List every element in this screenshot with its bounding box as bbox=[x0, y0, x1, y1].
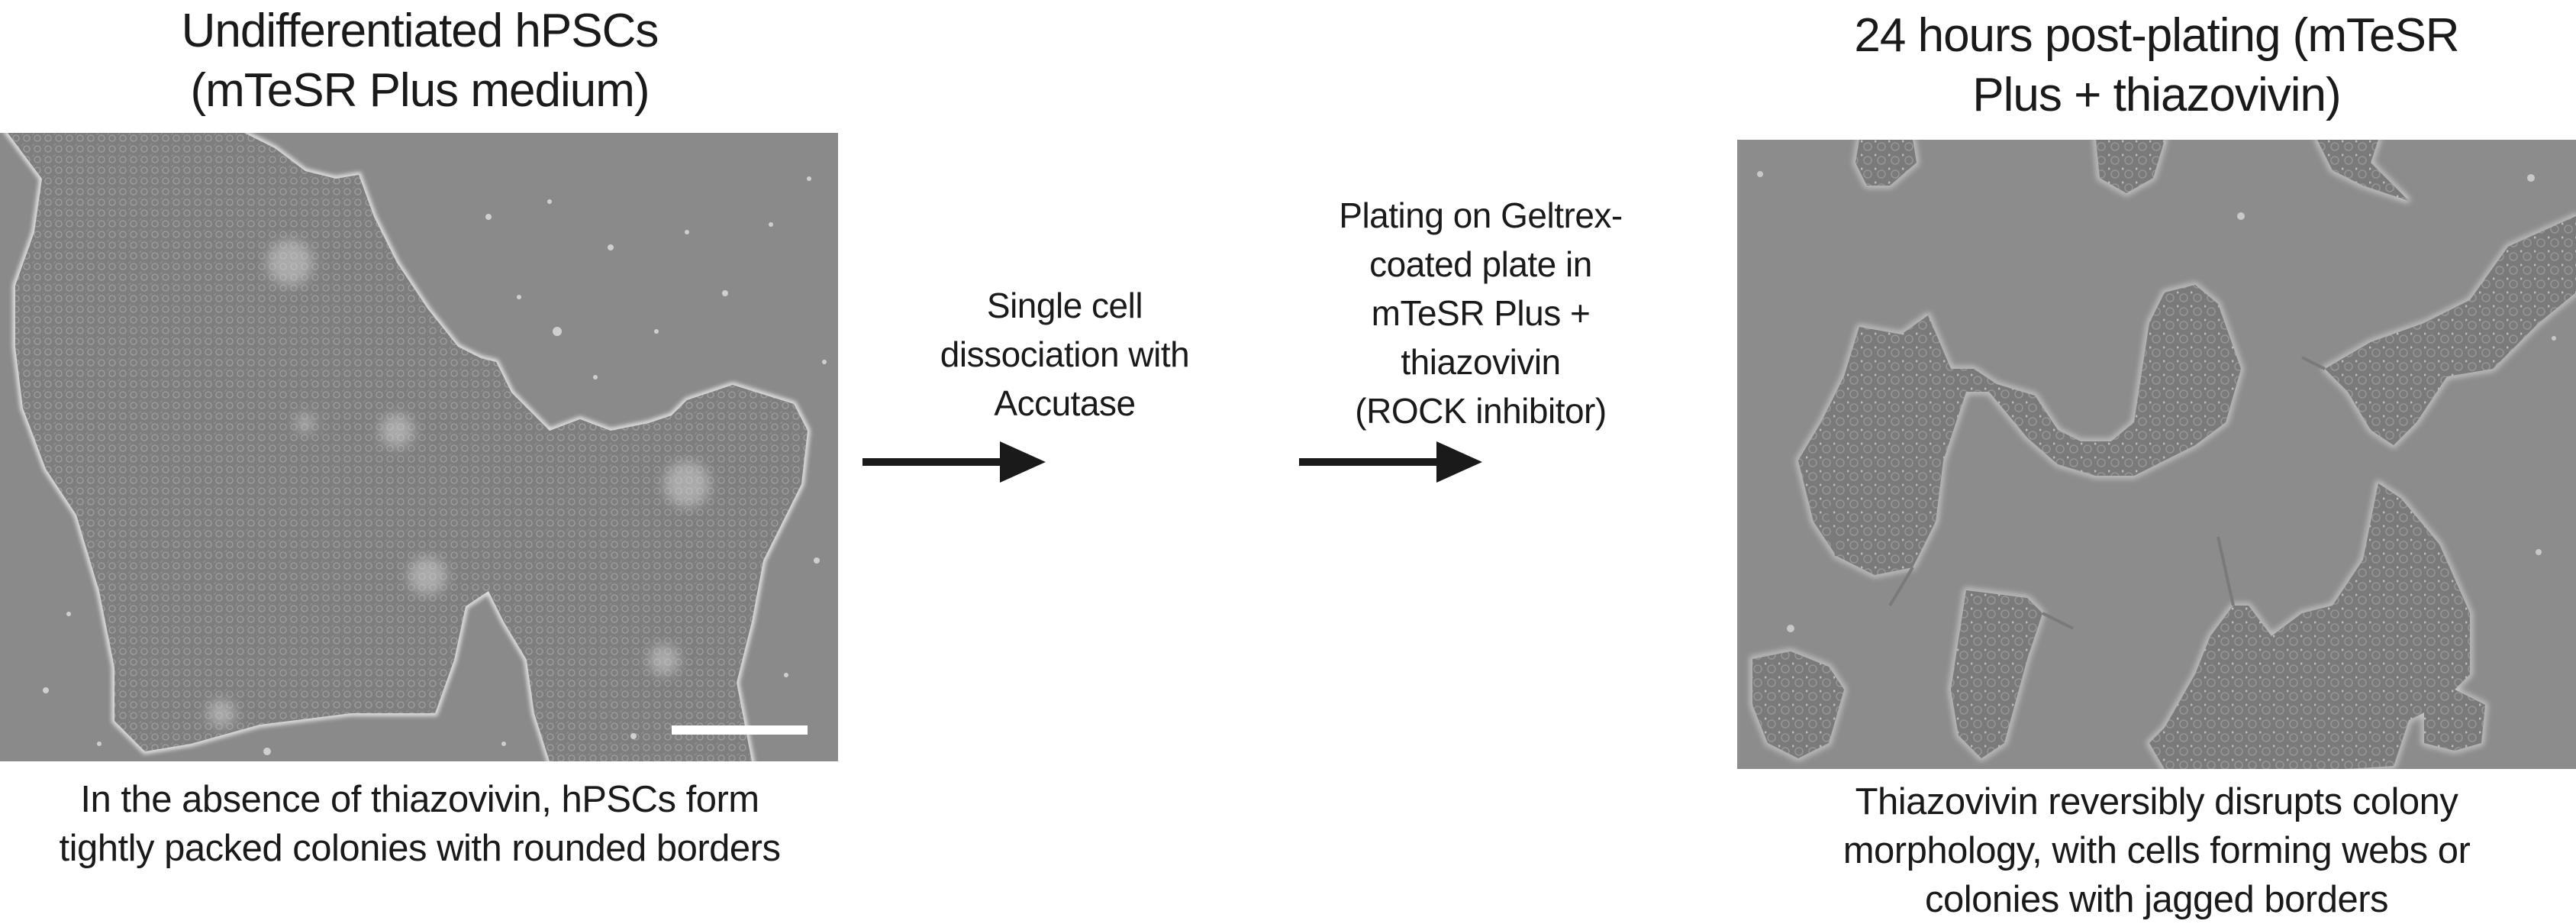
step-2-line-1: Plating on Geltrex- bbox=[1339, 195, 1623, 235]
left-title-line-1: Undifferentiated hPSCs bbox=[181, 5, 659, 57]
left-micrograph-image bbox=[0, 133, 838, 761]
left-panel-caption: In the absence of thiazovivin, hPSCs for… bbox=[0, 775, 840, 873]
floating-cells bbox=[1757, 171, 2556, 632]
left-micrograph bbox=[0, 133, 838, 761]
scale-bar bbox=[672, 725, 808, 735]
right-panel-caption: Thiazovivin reversibly disrupts colony m… bbox=[1737, 777, 2576, 924]
step-1-right-arrow-icon bbox=[862, 441, 1046, 483]
cell-protrusions bbox=[1827, 356, 2326, 630]
step-1-line-1: Single cell bbox=[986, 286, 1143, 325]
bright-patches bbox=[208, 240, 710, 727]
colony-small-bottom-right bbox=[2424, 690, 2485, 751]
hpsc-colony bbox=[8, 133, 808, 761]
colony-web-right bbox=[2325, 216, 2576, 445]
right-caption-line-1: Thiazovivin reversibly disrupts colony bbox=[1855, 781, 2458, 822]
right-caption-line-3: colonies with jagged borders bbox=[1924, 879, 2389, 920]
step-2-label: Plating on Geltrex- coated plate in mTeS… bbox=[1267, 191, 1694, 435]
colony-top-3 bbox=[2317, 140, 2409, 201]
colony-top-1 bbox=[1855, 140, 1917, 186]
right-caption-line-2: morphology, with cells forming webs or bbox=[1843, 830, 2471, 871]
step-2-line-2: coated plate in bbox=[1369, 244, 1592, 284]
right-micrograph bbox=[1737, 140, 2576, 769]
colony-lower-left bbox=[1951, 590, 2042, 758]
colony-top-2 bbox=[2096, 140, 2165, 193]
right-panel-title: 24 hours post-plating (mTeSR Plus + thia… bbox=[1737, 6, 2576, 125]
jagged-colonies bbox=[1750, 140, 2576, 769]
step-1-line-2: dissociation with bbox=[940, 334, 1190, 374]
left-title-line-2: (mTeSR Plus medium) bbox=[190, 64, 650, 117]
step-2-line-4: thiazovivin bbox=[1401, 342, 1561, 382]
right-title-line-1: 24 hours post-plating (mTeSR bbox=[1854, 9, 2459, 62]
left-caption-line-1: In the absence of thiazovivin, hPSCs for… bbox=[80, 779, 759, 820]
right-title-line-2: Plus + thiazovivin) bbox=[1972, 69, 2341, 121]
step-1-label: Single cell dissociation with Accutase bbox=[862, 281, 1267, 428]
step-2-line-3: mTeSR Plus + bbox=[1371, 293, 1591, 333]
step-1-line-3: Accutase bbox=[994, 383, 1136, 423]
left-panel-title: Undifferentiated hPSCs (mTeSR Plus mediu… bbox=[0, 2, 840, 121]
left-caption-line-2: tightly packed colonies with rounded bor… bbox=[59, 828, 781, 869]
floating-cells bbox=[43, 176, 827, 755]
step-2-line-5: (ROCK inhibitor) bbox=[1355, 391, 1607, 431]
colony-bottom-left bbox=[1752, 651, 1844, 758]
right-micrograph-image bbox=[1737, 140, 2576, 769]
colony-web-lower-center bbox=[2149, 483, 2470, 769]
step-2-right-arrow-icon bbox=[1299, 441, 1482, 483]
colony-web-upper-left bbox=[1798, 285, 2241, 575]
